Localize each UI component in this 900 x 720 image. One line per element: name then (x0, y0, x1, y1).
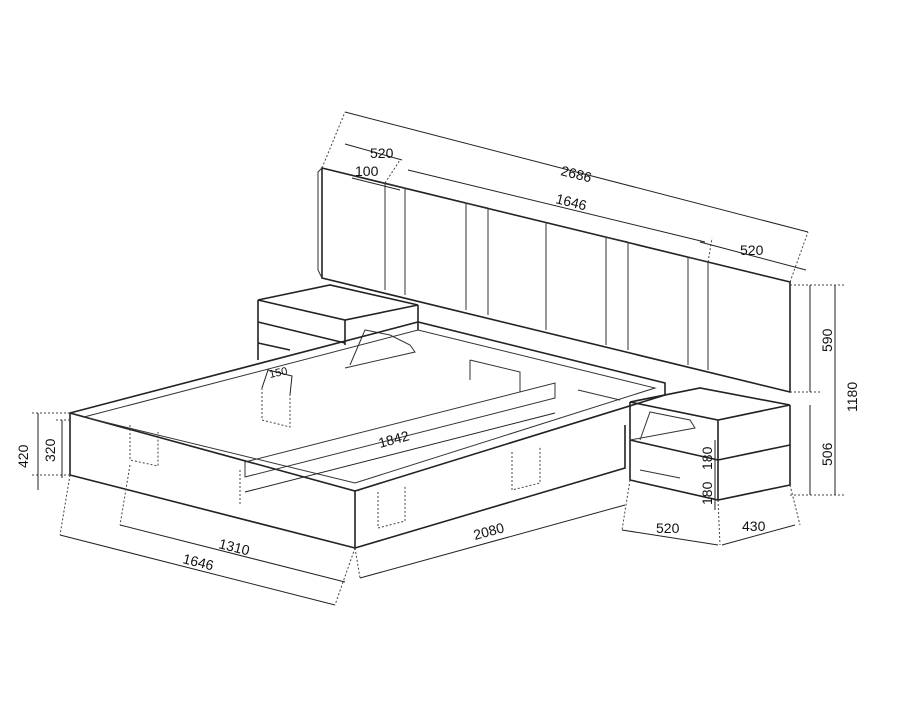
dim-headboard-total: 2686 (559, 162, 593, 185)
dim-support-width: 150 (268, 365, 288, 381)
dim-nightstand-height: 506 (819, 442, 835, 466)
dim-nightstand-width: 520 (656, 520, 680, 536)
dim-drawer-upper: 180 (699, 446, 715, 470)
dim-mattress-length: 1842 (377, 427, 411, 451)
dim-nightstand-depth: 430 (742, 518, 766, 534)
dim-headboard-height: 590 (819, 328, 835, 352)
dim-drawer-lower: 180 (699, 481, 715, 505)
dim-bed-width: 1646 (181, 550, 215, 573)
dim-bed-height: 420 (15, 444, 31, 468)
dim-total-height: 1180 (844, 382, 860, 412)
dim-frame-height: 320 (42, 438, 58, 462)
dimension-labels: 520 100 2686 1646 520 590 1180 506 180 1… (15, 145, 860, 573)
dim-left-panel: 520 (370, 145, 394, 161)
left-nightstand (257, 284, 419, 369)
bed-frame (66, 321, 666, 550)
dim-mattress-width: 1310 (217, 535, 251, 558)
dim-right-panel: 520 (740, 242, 764, 258)
dim-headboard-center: 1646 (554, 190, 588, 213)
dimension-lines (32, 111, 845, 606)
dim-panel-gap: 100 (355, 163, 379, 179)
dim-bed-length: 2080 (472, 519, 506, 543)
